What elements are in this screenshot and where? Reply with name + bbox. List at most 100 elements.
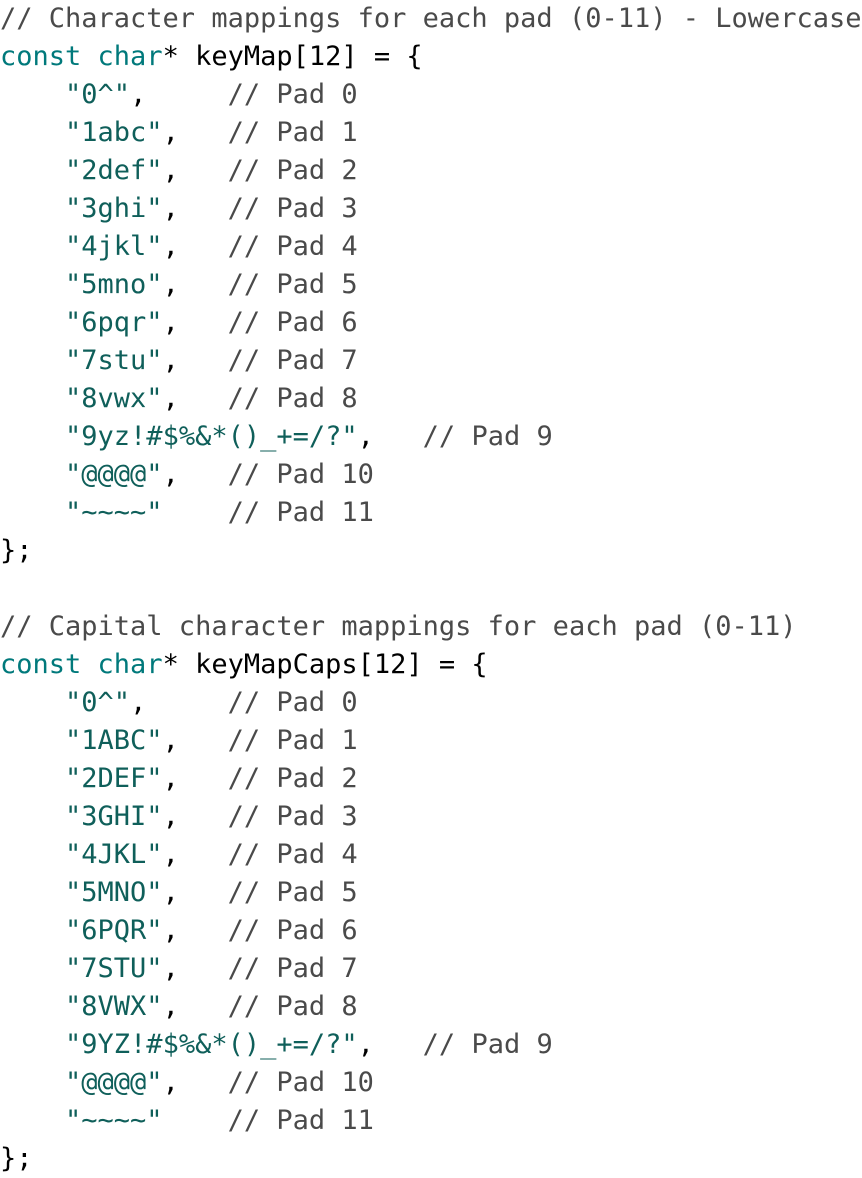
code-keyword: char — [97, 649, 163, 680]
code-line[interactable]: "4jkl", // Pad 4 — [0, 228, 858, 266]
code-line[interactable]: "7STU", // Pad 7 — [0, 950, 858, 988]
code-line[interactable]: "4JKL", // Pad 4 — [0, 836, 858, 874]
code-text: , — [162, 801, 228, 832]
code-line[interactable]: "7stu", // Pad 7 — [0, 342, 858, 380]
code-comment: // Pad 9 — [422, 421, 553, 452]
code-text: , — [130, 687, 228, 718]
code-line[interactable]: "3GHI", // Pad 3 — [0, 798, 858, 836]
code-text: , — [162, 839, 228, 870]
code-text — [0, 1105, 65, 1136]
code-comment: // Pad 1 — [227, 117, 358, 148]
code-text — [0, 687, 65, 718]
code-line[interactable]: "3ghi", // Pad 3 — [0, 190, 858, 228]
code-line[interactable]: "0^", // Pad 0 — [0, 76, 858, 114]
code-text — [81, 41, 97, 72]
code-line[interactable]: }; — [0, 532, 858, 570]
code-text: }; — [0, 1143, 33, 1174]
code-text — [0, 307, 65, 338]
code-string: "7stu" — [65, 345, 163, 376]
code-string: "@@@@" — [65, 459, 163, 490]
code-line[interactable]: "5MNO", // Pad 5 — [0, 874, 858, 912]
code-text — [0, 1029, 65, 1060]
code-line[interactable]: "1ABC", // Pad 1 — [0, 722, 858, 760]
code-text: , — [162, 953, 228, 984]
code-text: , — [162, 1067, 228, 1098]
code-line[interactable]: // Character mappings for each pad (0-11… — [0, 0, 862, 38]
code-text — [0, 915, 65, 946]
code-line[interactable]: "6PQR", // Pad 6 — [0, 912, 858, 950]
code-keyword: char — [97, 41, 163, 72]
code-comment: // Pad 3 — [227, 193, 358, 224]
code-comment: // Pad 7 — [227, 345, 358, 376]
code-line[interactable]: // Capital character mappings for each p… — [0, 608, 858, 646]
code-comment: // Pad 2 — [227, 155, 358, 186]
code-comment: // Pad 7 — [227, 953, 358, 984]
code-comment: // Pad 1 — [227, 725, 358, 756]
code-text: , — [162, 155, 228, 186]
code-comment: // Pad 9 — [422, 1029, 553, 1060]
code-text: , — [357, 421, 423, 452]
code-text: , — [162, 269, 228, 300]
code-text — [0, 383, 65, 414]
code-line[interactable]: "9yz!#$%&*()_+=/?", // Pad 9 — [0, 418, 858, 456]
code-string: "9YZ!#$%&*()_+=/?" — [65, 1029, 358, 1060]
code-line[interactable]: "~~~~" // Pad 11 — [0, 494, 858, 532]
code-comment: // Pad 8 — [227, 991, 358, 1022]
code-line[interactable]: "2def", // Pad 2 — [0, 152, 858, 190]
code-text: , — [162, 763, 228, 794]
code-comment: // Pad 11 — [227, 1105, 374, 1136]
code-line[interactable]: "5mno", // Pad 5 — [0, 266, 858, 304]
code-string: "6pqr" — [65, 307, 163, 338]
code-text: , — [162, 193, 228, 224]
code-string: "6PQR" — [65, 915, 163, 946]
code-string: "@@@@" — [65, 1067, 163, 1098]
code-line[interactable]: "0^", // Pad 0 — [0, 684, 858, 722]
code-comment: // Pad 10 — [227, 459, 374, 490]
code-text — [0, 193, 65, 224]
code-text: , — [162, 915, 228, 946]
code-line[interactable]: "6pqr", // Pad 6 — [0, 304, 858, 342]
code-comment: // Capital character mappings for each p… — [0, 611, 797, 642]
code-text: , — [162, 383, 228, 414]
code-text — [0, 79, 65, 110]
code-text — [0, 269, 65, 300]
code-line[interactable]: "@@@@", // Pad 10 — [0, 456, 858, 494]
code-line[interactable]: "~~~~" // Pad 11 — [0, 1102, 858, 1140]
code-line[interactable]: "1abc", // Pad 1 — [0, 114, 858, 152]
code-text: }; — [0, 535, 33, 566]
code-line[interactable] — [0, 570, 858, 608]
code-keyword: const — [0, 41, 82, 72]
code-line[interactable]: "@@@@", // Pad 10 — [0, 1064, 858, 1102]
code-comment: // Pad 3 — [227, 801, 358, 832]
code-string: "0^" — [65, 687, 131, 718]
code-text — [0, 953, 65, 984]
code-line[interactable]: const char* keyMapCaps[12] = { — [0, 646, 858, 684]
code-comment: // Pad 6 — [227, 915, 358, 946]
code-line[interactable]: "9YZ!#$%&*()_+=/?", // Pad 9 — [0, 1026, 858, 1064]
code-text: , — [162, 725, 228, 756]
code-text — [0, 421, 65, 452]
code-text — [0, 725, 65, 756]
code-comment: // Pad 11 — [227, 497, 374, 528]
code-line[interactable]: "8VWX", // Pad 8 — [0, 988, 858, 1026]
code-text — [0, 345, 65, 376]
code-line[interactable]: }; — [0, 1140, 858, 1178]
code-text — [163, 1105, 228, 1136]
code-text — [0, 801, 65, 832]
code-string: "8vwx" — [65, 383, 163, 414]
code-keyword: const — [0, 649, 82, 680]
code-comment: // Pad 0 — [227, 687, 358, 718]
code-line[interactable]: const char* keyMap[12] = { — [0, 38, 858, 76]
code-text — [0, 839, 65, 870]
code-string: "7STU" — [65, 953, 163, 984]
code-line[interactable]: "2DEF", // Pad 2 — [0, 760, 858, 798]
code-line[interactable]: "8vwx", // Pad 8 — [0, 380, 858, 418]
code-string: "3ghi" — [65, 193, 163, 224]
code-comment: // Pad 6 — [227, 307, 358, 338]
code-text — [0, 497, 65, 528]
code-comment: // Pad 5 — [227, 877, 358, 908]
code-text: , — [357, 1029, 423, 1060]
code-string: "~~~~" — [65, 497, 163, 528]
code-text — [0, 1067, 65, 1098]
